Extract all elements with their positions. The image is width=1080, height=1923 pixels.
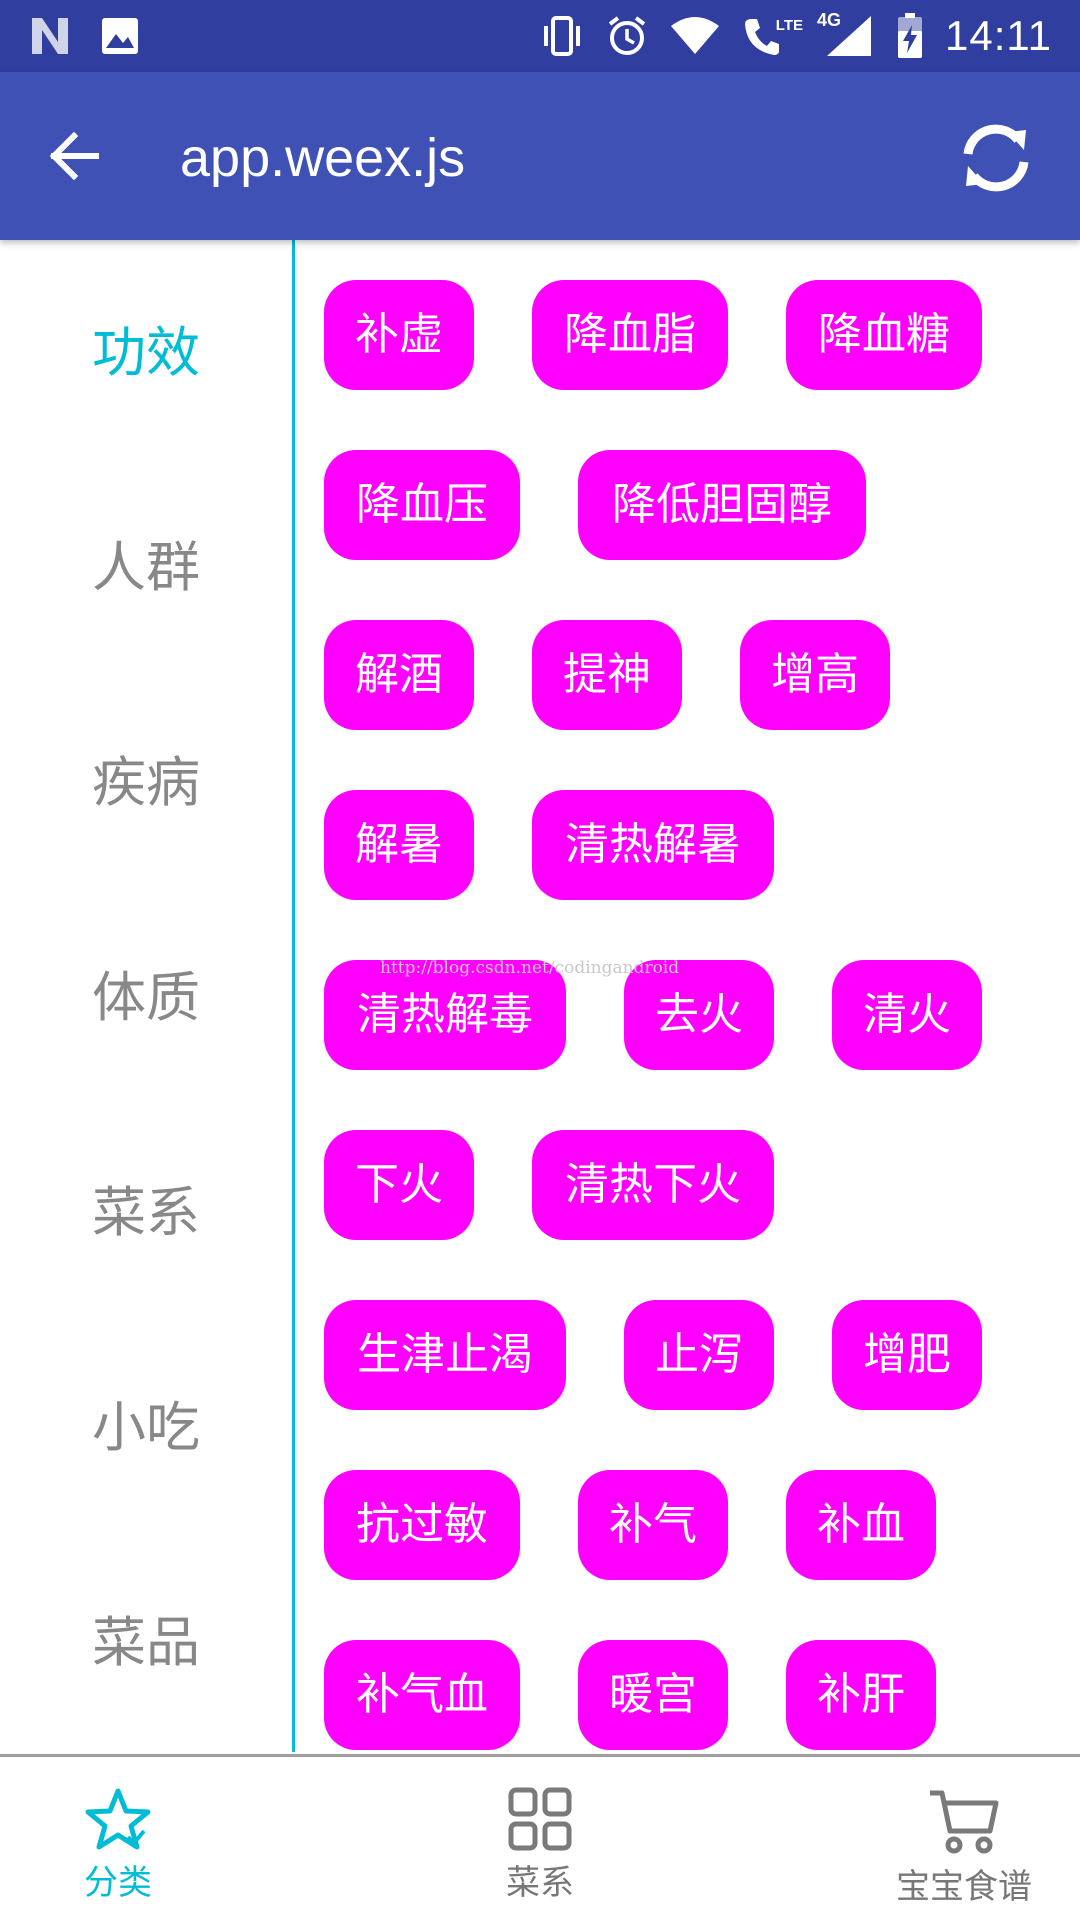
tag-button[interactable]: 增高 — [740, 620, 890, 730]
tag-button[interactable]: 解暑 — [324, 790, 474, 900]
tag-button[interactable]: 降血压 — [324, 450, 520, 560]
tag-button[interactable]: 清热解暑 — [532, 790, 774, 900]
tag-button[interactable]: 去火 — [624, 960, 774, 1070]
status-bar: LTE 4G 14:11 — [0, 0, 1080, 72]
vibrate-icon — [543, 16, 580, 56]
tag-button[interactable]: 解酒 — [324, 620, 474, 730]
n-logo-icon — [32, 18, 68, 54]
cart-icon — [930, 1790, 999, 1854]
app-title: app.weex.js — [180, 128, 466, 188]
wifi-icon — [670, 17, 719, 54]
nav-label-baby-recipes: 宝宝食谱 — [896, 1867, 1032, 1907]
tag-button[interactable]: 清火 — [832, 960, 982, 1070]
refresh-button[interactable] — [956, 118, 1036, 198]
nav-tab-baby-recipes[interactable]: 宝宝食谱 — [876, 1757, 1052, 1923]
category-caixi[interactable]: 菜系 — [92, 1181, 200, 1244]
tag-button[interactable]: 降血糖 — [786, 280, 982, 390]
alarm-icon — [608, 16, 645, 55]
grid-icon — [508, 1787, 572, 1851]
status-time: 14:11 — [945, 12, 1052, 59]
image-icon — [102, 18, 138, 54]
category-xiaochi[interactable]: 小吃 — [92, 1396, 200, 1459]
status-left — [28, 14, 140, 58]
category-tizhi[interactable]: 体质 — [92, 966, 200, 1029]
star-icon — [85, 1788, 151, 1850]
tag-button[interactable]: 清热解毒 — [324, 960, 566, 1070]
watermark: http://blog.csdn.net/codingandroid — [380, 958, 680, 978]
signal: 4G — [817, 10, 875, 58]
nav-tab-caixi[interactable]: 菜系 — [460, 1757, 620, 1923]
tag-button[interactable]: 补气 — [578, 1470, 728, 1580]
nav-label-caixi: 菜系 — [506, 1863, 574, 1903]
category-renqun[interactable]: 人群 — [92, 536, 200, 599]
category-gongxiao[interactable]: 功效 — [92, 321, 200, 384]
phone-lte-icon — [744, 19, 779, 55]
category-caipin[interactable]: 菜品 — [92, 1611, 200, 1674]
app-bar: app.weex.js — [0, 72, 1080, 240]
network-type-label: 4G — [817, 10, 842, 30]
nav-tab-category[interactable]: 分类 — [40, 1757, 196, 1923]
tag-grid: 补虚 降血脂 降血糖 降血压 降低胆固醇 解酒 提神 增高 解暑 清热解暑 清热… — [296, 240, 1080, 1752]
tag-button[interactable]: 增肥 — [832, 1300, 982, 1410]
bottom-nav: 分类 菜系 宝宝食谱 — [0, 1754, 1080, 1923]
signal-icon — [827, 16, 871, 56]
lte-label: LTE — [775, 16, 803, 34]
tag-button[interactable]: 补肝 — [786, 1640, 936, 1750]
category-sidebar: 功效 人群 疾病 体质 菜系 小吃 菜品 — [0, 240, 295, 1752]
tag-button[interactable]: 生津止渴 — [324, 1300, 566, 1410]
status-right: LTE 4G 14:11 — [540, 10, 1052, 62]
tag-button[interactable]: 暖宫 — [578, 1640, 728, 1750]
tag-button[interactable]: 降低胆固醇 — [578, 450, 866, 560]
nav-label-category: 分类 — [84, 1863, 152, 1903]
battery-charging-icon — [898, 13, 922, 58]
tag-button[interactable]: 抗过敏 — [324, 1470, 520, 1580]
tag-button[interactable]: 降血脂 — [532, 280, 728, 390]
arrow-back-icon — [49, 131, 99, 181]
category-jibing[interactable]: 疾病 — [92, 751, 200, 814]
tag-button[interactable]: 补虚 — [324, 280, 474, 390]
tag-button[interactable]: 清热下火 — [532, 1130, 774, 1240]
tag-button[interactable]: 补血 — [786, 1470, 936, 1580]
back-button[interactable] — [44, 122, 124, 190]
tag-button[interactable]: 提神 — [532, 620, 682, 730]
phone-lte: LTE — [742, 16, 803, 56]
tag-button[interactable]: 补气血 — [324, 1640, 520, 1750]
tag-button[interactable]: 下火 — [324, 1130, 474, 1240]
tag-button[interactable]: 止泻 — [624, 1300, 774, 1410]
refresh-icon — [963, 124, 1029, 192]
